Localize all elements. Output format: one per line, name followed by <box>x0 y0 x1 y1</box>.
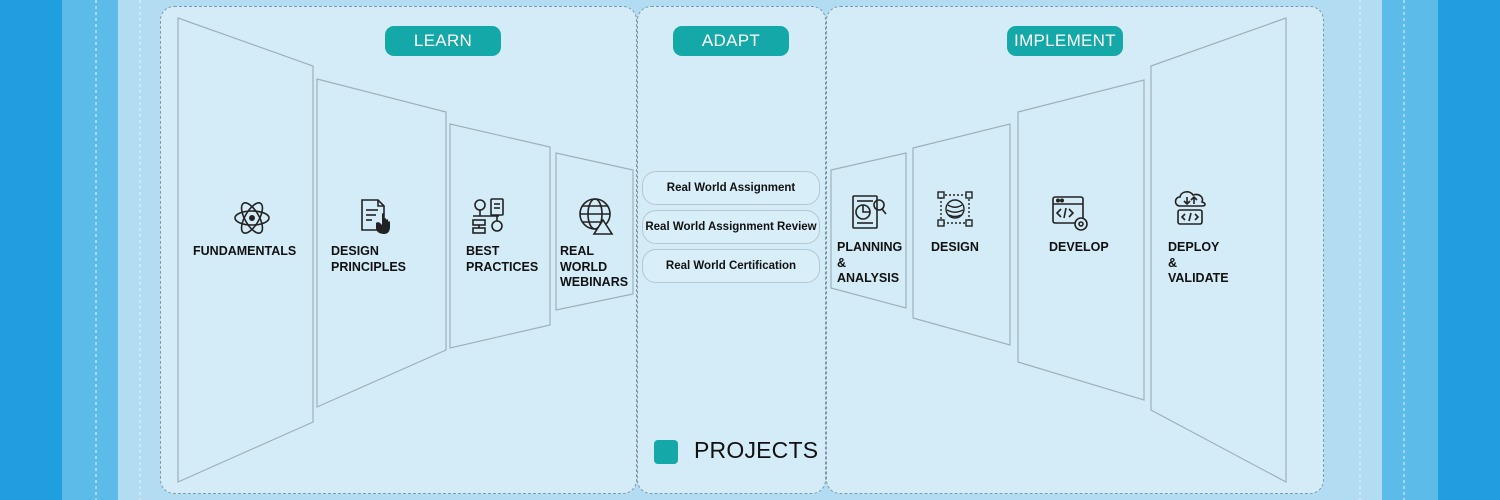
globe-icon <box>579 198 614 235</box>
design-sphere-icon <box>937 191 973 227</box>
adapt-item-assignment: Real World Assignment <box>642 171 820 205</box>
outer-band-right <box>1438 0 1500 500</box>
step-label-develop: DEVELOP <box>1049 240 1109 254</box>
frame-fundamentals <box>177 17 314 483</box>
step-label-deploy-validate: DEPLOY & VALIDATE <box>1168 240 1229 285</box>
legend-swatch-projects <box>654 440 678 464</box>
step-label-best-practices: BEST PRACTICES <box>466 244 539 274</box>
step-label-planning-analysis: PLANNING & ANALYSIS <box>837 240 903 285</box>
flowchart-icon <box>472 198 504 234</box>
step-label-fundamentals: FUNDAMENTALS <box>193 244 297 258</box>
frame-develop <box>1017 79 1145 401</box>
implement-panel <box>826 6 1324 494</box>
mid-band-right <box>1382 0 1438 500</box>
atom-icon <box>234 202 270 234</box>
analysis-chart-icon <box>852 195 887 229</box>
adapt-item-certification: Real World Certification <box>642 249 820 283</box>
frame-real-world-webinars <box>555 152 634 311</box>
cloud-deploy-icon <box>1174 191 1206 225</box>
adapt-item-assignment-review: Real World Assignment Review <box>642 210 820 244</box>
step-label-real-world-webinars: REAL WORLD WEBINARS <box>560 244 629 289</box>
learn-phase-badge: LEARN <box>385 26 501 56</box>
mid-band-left <box>62 0 118 500</box>
implement-phase-badge: IMPLEMENT <box>1007 26 1123 56</box>
frame-design-principles <box>316 78 447 408</box>
outer-band-left <box>0 0 62 500</box>
legend-label-projects: PROJECTS <box>694 437 819 463</box>
step-label-design: DESIGN <box>931 240 979 254</box>
document-hand-icon <box>361 199 390 234</box>
step-label-design-principles: DESIGN PRINCIPLES <box>331 244 407 274</box>
code-window-gear-icon <box>1052 196 1088 231</box>
frame-design <box>912 123 1011 346</box>
adapt-phase-badge: ADAPT <box>673 26 789 56</box>
frame-planning-analysis <box>830 152 907 309</box>
frame-deploy-validate <box>1150 17 1287 483</box>
frame-best-practices <box>449 123 551 349</box>
learn-panel <box>160 6 637 494</box>
